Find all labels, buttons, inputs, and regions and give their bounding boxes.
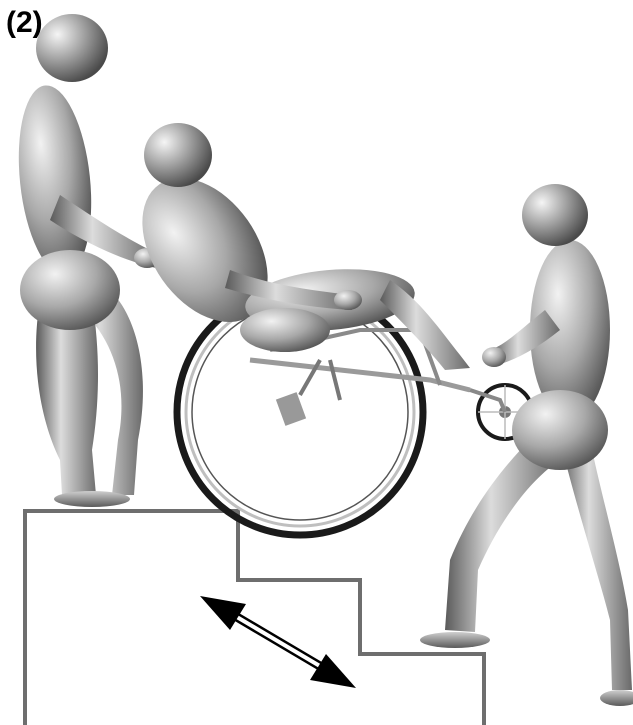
stairs — [25, 511, 484, 725]
stair-outline — [25, 511, 484, 725]
seated-person-figure — [117, 123, 470, 370]
double-headed-arrow-icon — [200, 596, 356, 688]
step-number-label: (2) — [6, 8, 43, 38]
helper-top-figure — [10, 14, 160, 507]
helper-bottom-figure — [420, 184, 633, 706]
